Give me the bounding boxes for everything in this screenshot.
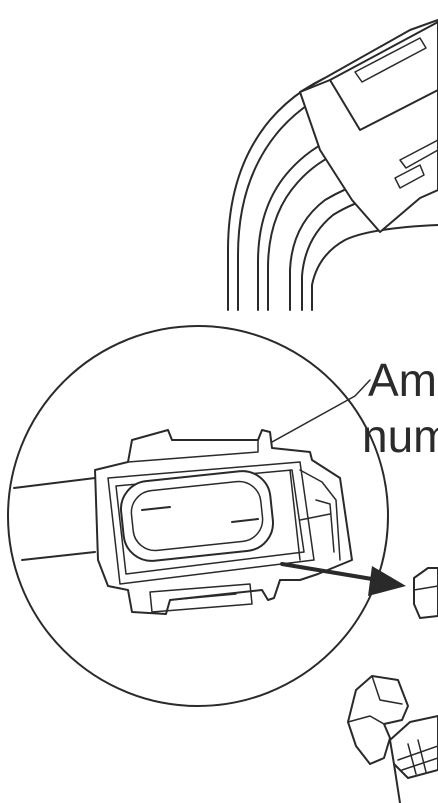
- arrow-shaft: [280, 562, 380, 582]
- detail-wire-bottom: [21, 551, 96, 561]
- lower-connector-ribs: [397, 739, 438, 775]
- lower-connector-wire: [393, 763, 401, 803]
- detail-lock-tab: [299, 469, 341, 561]
- right-small-connector-edge: [413, 585, 438, 591]
- lower-connector-illustration: [347, 675, 438, 803]
- harness-wire-inner-2: [267, 151, 341, 311]
- detail-wire-top: [13, 477, 96, 489]
- detail-housing-latch: [149, 583, 253, 613]
- detail-terminal-body: [120, 470, 274, 562]
- magnified-detail: [7, 325, 389, 707]
- harness-wire-far: [311, 224, 438, 311]
- direction-arrow: [280, 562, 406, 596]
- callout-text-line1: Am: [368, 354, 437, 406]
- detail-housing-top-tab: [127, 439, 259, 463]
- upper-connector-slot-2: [399, 139, 438, 169]
- upper-harness-illustration: [227, 19, 438, 311]
- detail-lock-tab-2: [289, 469, 301, 561]
- detail-terminal-slot-right: [231, 518, 259, 523]
- upper-connector-slot-1: [354, 37, 427, 83]
- detail-housing-latch-inner: [169, 593, 237, 601]
- harness-wire-inner: [257, 137, 336, 311]
- detail-inner-frame: [107, 461, 315, 585]
- arrow-head: [368, 566, 406, 596]
- magnifier-circle: [7, 325, 389, 707]
- upper-connector-slot-3: [394, 164, 425, 189]
- lower-clip-edge: [347, 715, 385, 725]
- detail-terminal-slot-left: [141, 506, 171, 511]
- upper-connector-face: [329, 79, 438, 131]
- detail-lock-tab-3: [315, 499, 335, 553]
- detail-terminal-inner: [130, 480, 264, 552]
- lower-clip-face: [371, 675, 403, 705]
- detail-lock-ridge: [299, 513, 331, 521]
- callout-text-line2: num: [362, 410, 438, 462]
- right-small-connector: [413, 567, 438, 619]
